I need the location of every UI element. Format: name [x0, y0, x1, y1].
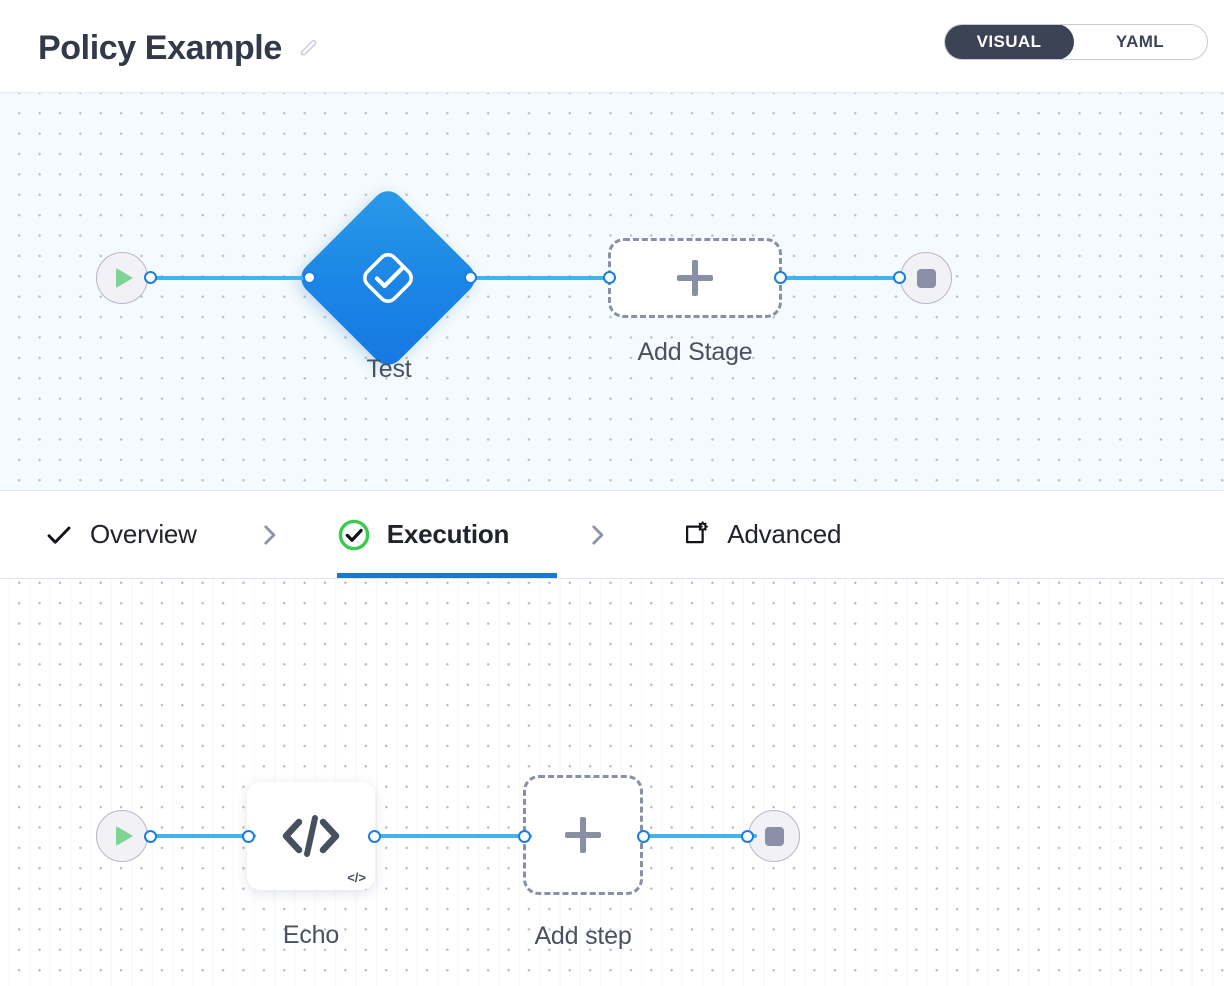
add-step-label: Add step [534, 922, 632, 950]
page-header: Policy Example VISUAL YAML [0, 0, 1224, 93]
stage-start-output-port[interactable] [144, 271, 157, 284]
tab-overview[interactable]: Overview [44, 491, 197, 578]
step-link-start-to-echo [150, 834, 256, 838]
step-echo-output-port[interactable] [368, 830, 381, 843]
step-start-node[interactable] [96, 810, 148, 862]
add-stage-button[interactable] [608, 238, 782, 318]
stage-link-test-to-add [466, 276, 616, 280]
stage-canvas[interactable]: Test Add Stage [0, 93, 1224, 491]
chevron-right-icon-1 [249, 515, 289, 555]
tab-advanced-label: Advanced [727, 519, 842, 549]
view-mode-toggle[interactable]: VISUAL YAML [944, 24, 1208, 60]
add-stage-output-port[interactable] [774, 271, 787, 284]
tab-execution-label: Execution [386, 519, 510, 549]
step-canvas[interactable]: </> Echo Add step [0, 578, 1224, 986]
tab-overview-label: Overview [90, 519, 197, 549]
step-link-echo-to-add [370, 834, 532, 838]
stage-link-add-to-end [776, 276, 906, 280]
chevron-right-icon-2 [577, 515, 617, 555]
add-step-output-port[interactable] [637, 830, 650, 843]
check-circle-icon [338, 519, 370, 550]
stage-node-test[interactable] [294, 184, 482, 372]
step-link-add-to-end [637, 834, 757, 838]
play-icon [116, 268, 133, 288]
code-badge-icon: </> [347, 870, 366, 885]
step-node-echo[interactable]: </> [247, 782, 375, 890]
add-step-button[interactable] [523, 775, 643, 895]
play-icon [116, 826, 133, 846]
stage-end-node[interactable] [900, 252, 952, 304]
add-stage-input-port[interactable] [603, 271, 616, 284]
window-gear-icon [686, 520, 709, 543]
stop-icon [764, 826, 784, 846]
stage-start-node[interactable] [96, 252, 148, 304]
page-title: Policy Example [38, 29, 282, 67]
pencil-icon[interactable] [298, 37, 320, 59]
step-echo-label: Echo [282, 921, 340, 949]
stage-test-input-port[interactable] [303, 271, 316, 284]
mode-option-visual[interactable]: VISUAL [945, 25, 1074, 59]
stage-end-input-port[interactable] [893, 271, 906, 284]
mode-option-yaml[interactable]: YAML [1115, 32, 1165, 51]
step-end-input-port[interactable] [741, 830, 754, 843]
tab-advanced[interactable]: Advanced [679, 491, 841, 578]
tab-execution[interactable]: Execution [336, 491, 558, 578]
stop-icon [916, 268, 936, 288]
add-stage-label: Add Stage [637, 338, 753, 366]
check-icon [47, 526, 71, 544]
section-tabbar: Overview Execution Advanced [0, 491, 1224, 578]
plus-icon [677, 260, 713, 296]
step-start-output-port[interactable] [144, 830, 157, 843]
add-step-input-port[interactable] [518, 830, 531, 843]
checklist-diamond-icon [363, 253, 413, 303]
stage-test-label: Test [366, 355, 412, 383]
stage-diamond[interactable] [294, 184, 482, 372]
code-icon [282, 815, 340, 857]
stage-test-output-port[interactable] [464, 271, 477, 284]
step-echo-input-port[interactable] [242, 830, 255, 843]
title-group: Policy Example [38, 26, 320, 70]
stage-link-start-to-test [150, 276, 316, 280]
plus-icon [565, 817, 601, 853]
